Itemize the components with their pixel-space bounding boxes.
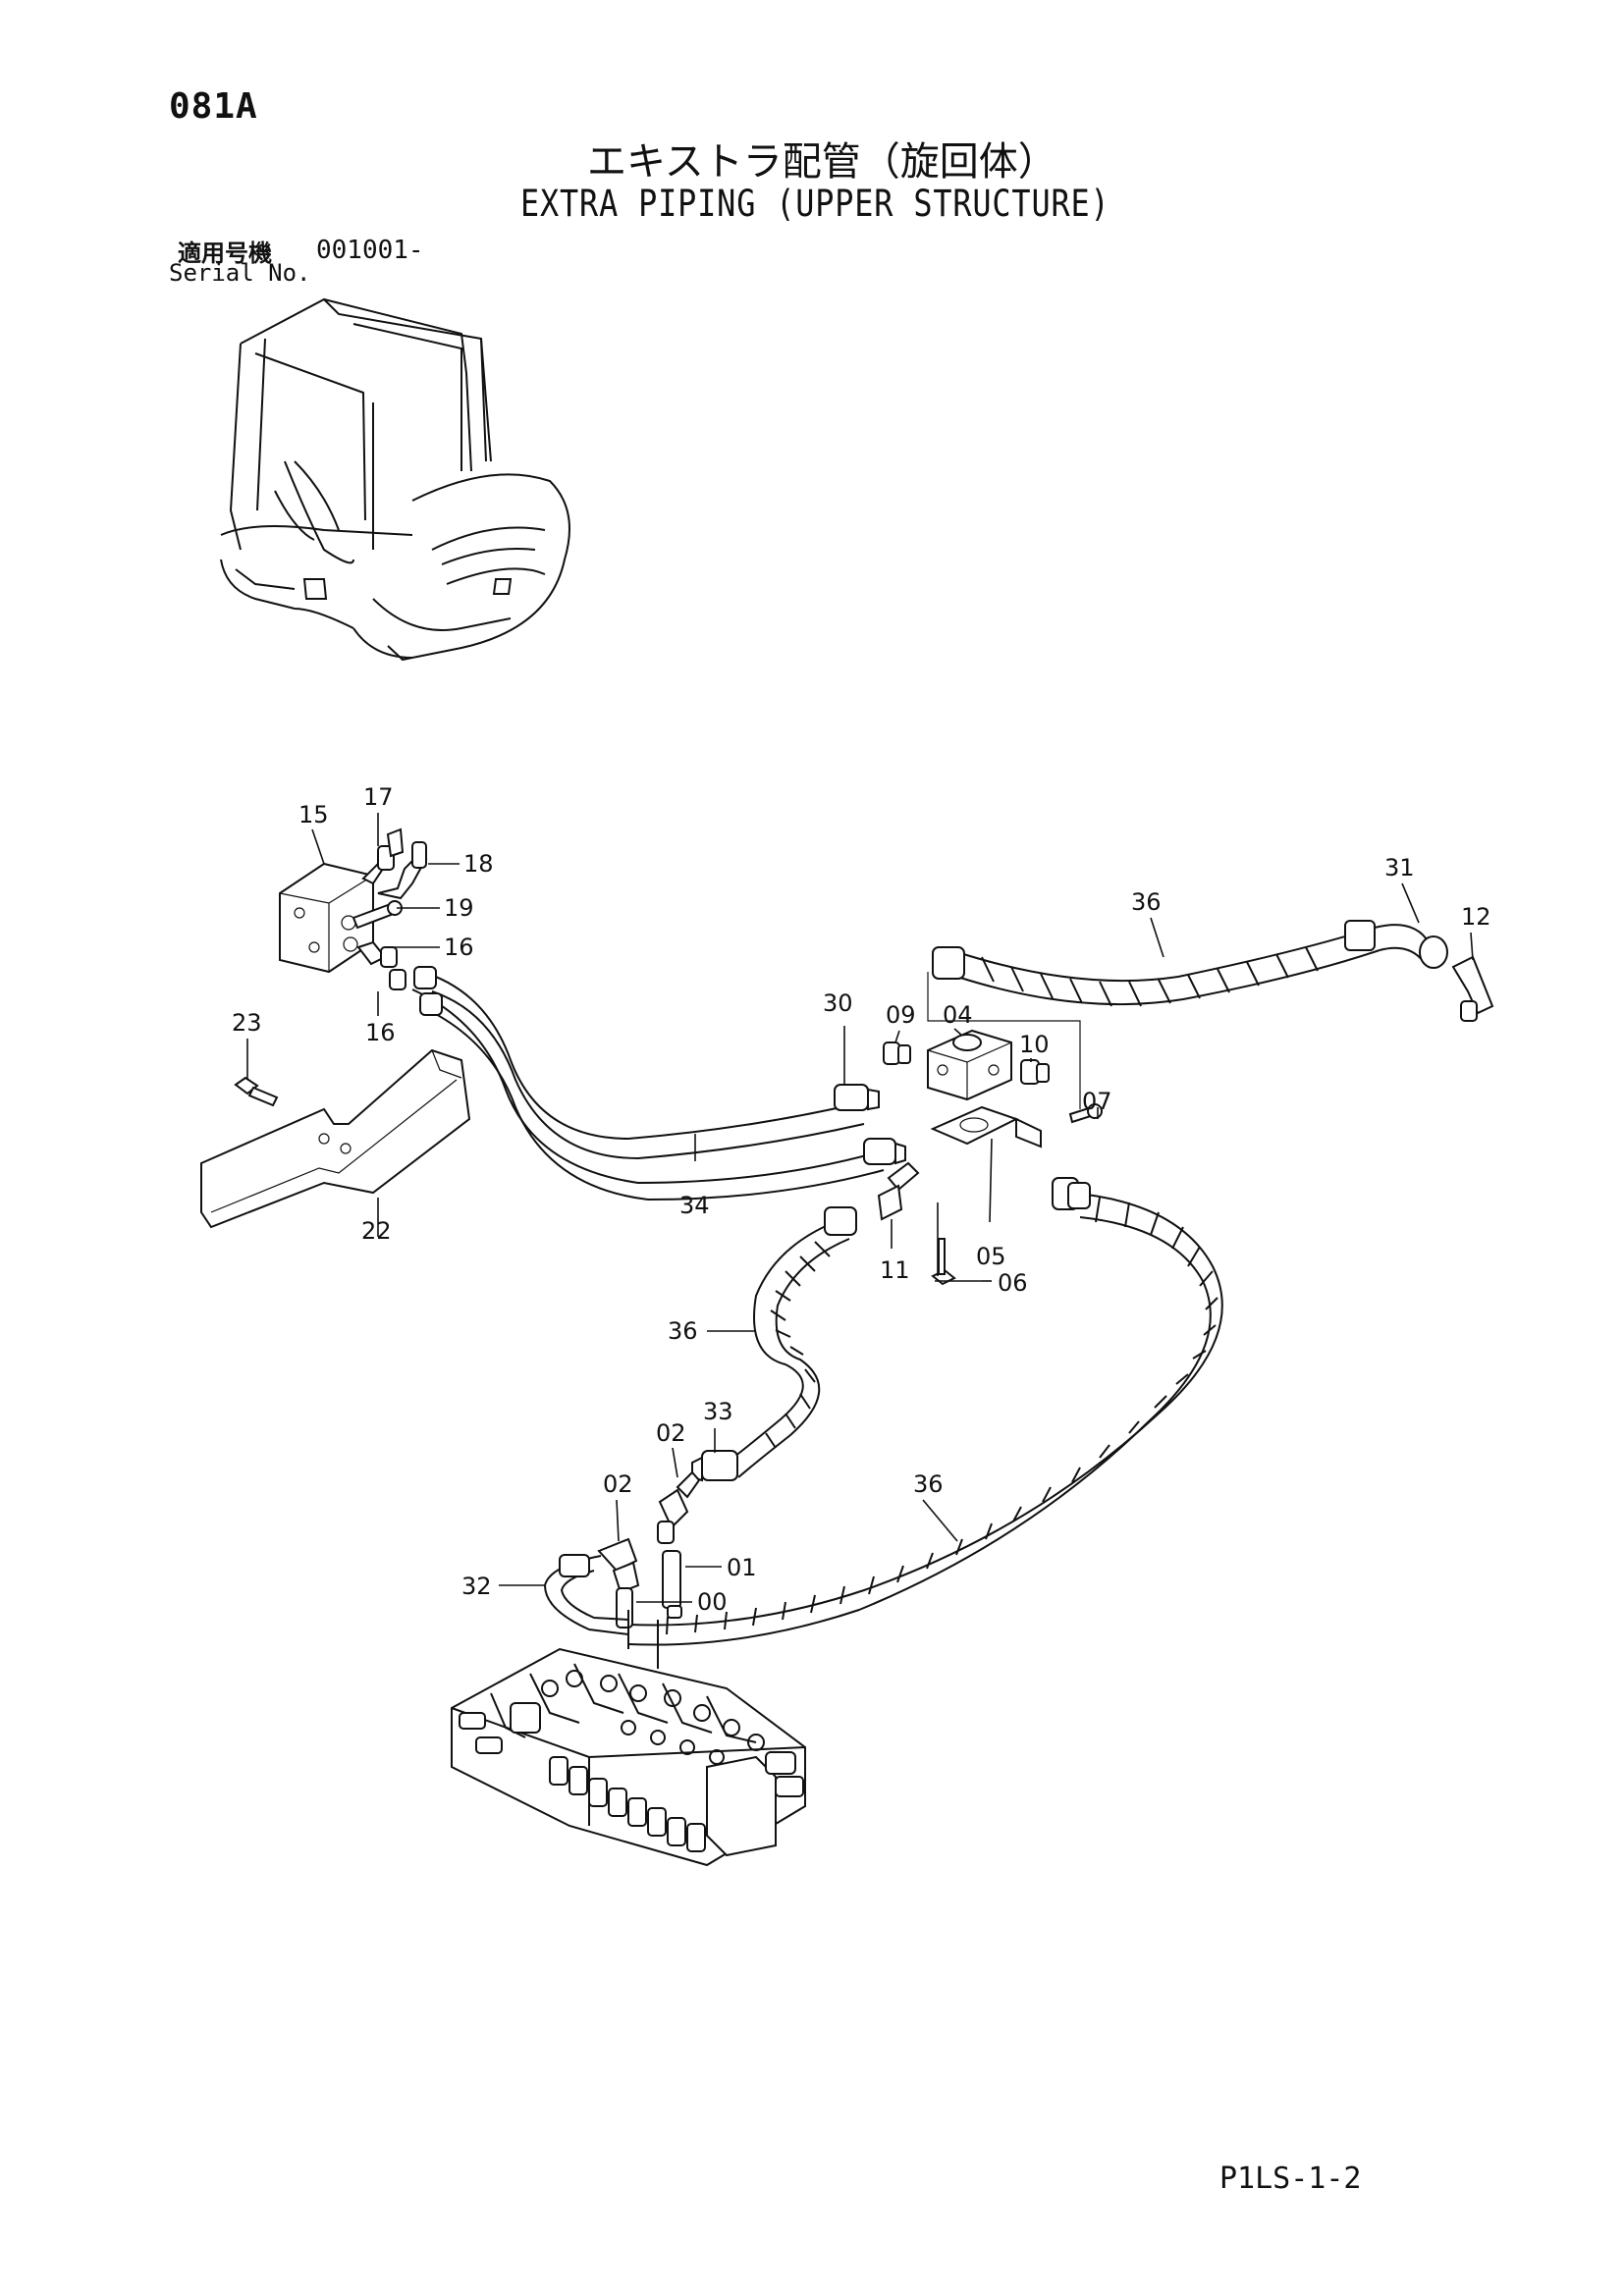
part-22-bracket bbox=[200, 1048, 471, 1229]
callout-05: 05 bbox=[976, 1243, 1006, 1270]
callout-09: 09 bbox=[886, 1001, 916, 1029]
part-17-elbow bbox=[361, 828, 405, 885]
title-japanese: エキストラ配管（旋回体） bbox=[587, 139, 1057, 185]
serial-label-english: Serial No. bbox=[169, 259, 311, 287]
part-16-adapter bbox=[356, 940, 406, 990]
callout-16-upper: 16 bbox=[444, 934, 474, 961]
callout-36-upper: 36 bbox=[1131, 888, 1162, 916]
callout-36-middle: 36 bbox=[668, 1317, 698, 1345]
callout-12: 12 bbox=[1461, 903, 1491, 931]
serial-value: 001001- bbox=[316, 236, 424, 265]
callout-16-lower: 16 bbox=[365, 1019, 396, 1046]
footer-page-code: P1LS-1-2 bbox=[1219, 2162, 1362, 2196]
control-valve-assembly bbox=[451, 1610, 806, 1867]
callout-17: 17 bbox=[363, 783, 394, 811]
part-09-adapter bbox=[883, 1041, 911, 1065]
callout-00: 00 bbox=[697, 1588, 728, 1616]
part-01-adapter bbox=[662, 1550, 682, 1619]
excavator-cab-illustration bbox=[220, 297, 570, 662]
callout-07: 07 bbox=[1082, 1088, 1112, 1115]
part-18-elbow bbox=[377, 841, 427, 900]
callout-36-lower: 36 bbox=[913, 1470, 944, 1498]
part-36-hose-lower bbox=[627, 1177, 1223, 1646]
callout-04: 04 bbox=[943, 1001, 973, 1029]
callout-34: 34 bbox=[679, 1192, 710, 1219]
callout-06: 06 bbox=[998, 1269, 1028, 1297]
part-12-elbow bbox=[1451, 955, 1494, 1022]
part-00-adapter bbox=[616, 1587, 633, 1629]
part-02-elbow-left bbox=[597, 1537, 640, 1594]
serial-label-japanese: 適用号機 bbox=[178, 240, 272, 267]
leader-lines bbox=[246, 813, 1474, 1603]
callout-01: 01 bbox=[727, 1554, 757, 1581]
part-05-plate bbox=[930, 1105, 1042, 1148]
part-31-tube bbox=[1374, 924, 1448, 969]
part-02-elbow-right bbox=[657, 1470, 701, 1544]
part-04-block bbox=[927, 1029, 1012, 1101]
callout-33: 33 bbox=[703, 1398, 733, 1425]
title-english: EXTRA PIPING (UPPER STRUCTURE) bbox=[520, 183, 1110, 225]
part-19-plug bbox=[352, 900, 403, 930]
callout-10: 10 bbox=[1019, 1031, 1050, 1058]
callout-labels: 17 15 18 19 16 16 23 22 36 31 12 30 09 0… bbox=[232, 783, 1491, 1616]
part-36-hose-upper bbox=[932, 920, 1380, 1007]
part-36-hose-middle bbox=[726, 1206, 857, 1478]
callout-22: 22 bbox=[361, 1217, 392, 1245]
leader-36-bracket bbox=[927, 972, 1081, 1109]
part-34-hoses bbox=[411, 966, 885, 1201]
part-33-hose-end bbox=[691, 1450, 738, 1482]
part-30-hose-end bbox=[834, 1084, 880, 1111]
callout-11: 11 bbox=[880, 1256, 910, 1284]
callout-19: 19 bbox=[444, 894, 474, 922]
callout-18: 18 bbox=[463, 850, 494, 878]
page-code: 081A bbox=[169, 86, 258, 127]
part-06-screw bbox=[931, 1238, 956, 1286]
hose-end-lower bbox=[863, 1138, 906, 1165]
callout-15: 15 bbox=[298, 801, 329, 828]
callout-23: 23 bbox=[232, 1009, 262, 1037]
callout-02-right: 02 bbox=[656, 1419, 686, 1447]
callout-31: 31 bbox=[1384, 854, 1415, 881]
part-11-elbow bbox=[877, 1161, 920, 1221]
callout-30: 30 bbox=[823, 989, 853, 1017]
callout-32: 32 bbox=[461, 1573, 492, 1600]
part-23-bolt bbox=[234, 1076, 279, 1107]
callout-02-left: 02 bbox=[603, 1470, 633, 1498]
part-10-adapter bbox=[1020, 1059, 1050, 1085]
